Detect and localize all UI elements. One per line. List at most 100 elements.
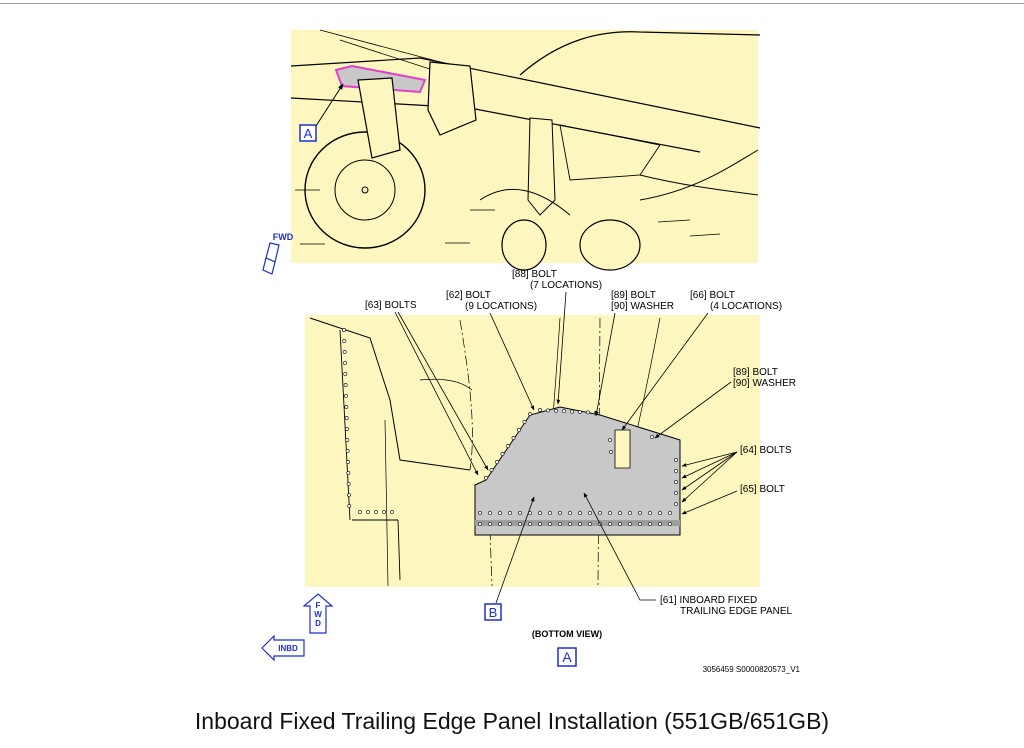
callout-89b: [89] BOLT [90] WASHER <box>654 367 796 439</box>
fastener-hole <box>648 522 652 526</box>
callout-62-subtext: (9 LOCATIONS) <box>465 301 537 312</box>
fastener-hole <box>548 522 552 526</box>
fastener-hole <box>495 460 499 464</box>
callout-90a-text: [90] WASHER <box>611 301 674 312</box>
fastener-hole <box>538 522 542 526</box>
fastener-hole <box>668 522 672 526</box>
fastener-hole <box>658 511 662 515</box>
fastener-hole <box>608 522 612 526</box>
fastener-hole <box>578 410 582 414</box>
svg-text:D: D <box>315 619 321 628</box>
fastener-hole <box>618 511 622 515</box>
fwd-arrow-bottom: F W D <box>302 593 334 634</box>
detail-b-callout: B <box>484 496 535 621</box>
fastener-hole <box>346 471 351 475</box>
svg-text:F: F <box>316 601 321 610</box>
fastener-hole <box>554 408 558 413</box>
fastener-hole <box>548 511 552 515</box>
fastener-hole <box>374 510 378 514</box>
figure-id: 3056459 S0000820573_V1 <box>703 665 801 674</box>
fastener-hole <box>347 493 351 497</box>
fastener-hole <box>343 361 347 365</box>
fastener-hole <box>650 435 654 439</box>
fastener-hole <box>558 522 562 526</box>
fastener-hole <box>638 511 642 515</box>
fastener-hole <box>358 510 362 514</box>
svg-text:W: W <box>314 610 322 619</box>
callout-65-text: [65] BOLT <box>740 484 785 495</box>
fastener-hole <box>488 522 492 526</box>
fastener-hole <box>648 511 652 515</box>
inbd-arrow: INBD <box>261 634 305 662</box>
fastener-hole <box>346 460 350 464</box>
fastener-hole <box>538 511 542 515</box>
fastener-hole <box>345 449 350 453</box>
fastener-hole <box>618 522 622 526</box>
fastener-hole <box>345 438 350 442</box>
fastener-holes <box>342 328 678 526</box>
fastener-hole <box>484 476 488 480</box>
fastener-hole <box>674 458 678 462</box>
fastener-hole <box>343 372 348 376</box>
fastener-hole <box>489 468 494 472</box>
fastener-hole <box>366 510 370 514</box>
fastener-hole <box>638 522 642 526</box>
fastener-hole <box>344 405 349 409</box>
fastener-hole <box>508 511 512 515</box>
fastener-hole <box>538 408 542 412</box>
fastener-hole <box>558 511 562 515</box>
fastener-hole <box>488 511 492 515</box>
callout-66: [66] BOLT (4 LOCATIONS) <box>621 290 782 431</box>
callout-66-text: [66] BOLT <box>690 290 735 301</box>
fastener-hole <box>568 522 572 526</box>
fastener-hole <box>609 450 613 454</box>
fastener-hole <box>674 491 678 495</box>
top-rule <box>0 3 1024 4</box>
fastener-hole <box>347 504 352 508</box>
callout-88-text: [88] BOLT <box>512 269 557 280</box>
callout-90b-text: [90] WASHER <box>733 378 796 389</box>
panel-lower-strip <box>475 520 680 526</box>
bottom-view-caption: (BOTTOM VIEW) <box>532 629 602 639</box>
fastener-hole <box>478 511 482 515</box>
callout-61-subtext: TRAILING EDGE PANEL <box>680 606 793 617</box>
fastener-hole <box>586 410 590 415</box>
fastener-hole <box>342 328 346 332</box>
fastener-hole <box>498 522 502 526</box>
fastener-hole <box>562 409 566 414</box>
fastener-hole <box>608 511 612 515</box>
fastener-hole <box>568 511 572 515</box>
fastener-hole <box>498 511 502 515</box>
fastener-hole <box>578 511 582 515</box>
fastener-hole <box>528 522 532 526</box>
fastener-hole <box>508 522 512 526</box>
fastener-hole <box>598 511 602 515</box>
callout-62-text: [62] BOLT <box>446 290 491 301</box>
fastener-hole <box>522 420 527 424</box>
fastener-hole <box>528 412 532 416</box>
fastener-hole <box>658 522 662 526</box>
callout-61-text: [61] INBOARD FIXED <box>660 595 757 606</box>
main-wheel <box>304 131 426 249</box>
detail-a-label-top: A <box>304 126 313 141</box>
fastener-hole <box>344 394 348 398</box>
detail-a-callout-top: A <box>299 124 317 142</box>
detail-a-label-bottom: A <box>562 649 572 665</box>
fastener-hole <box>546 408 550 413</box>
fastener-hole <box>344 416 349 420</box>
fastener-hole <box>674 502 678 506</box>
detail-a-callout-bottom: A <box>557 647 577 667</box>
callout-89a: [89] BOLT [90] WASHER <box>594 290 674 417</box>
fastener-hole <box>517 428 521 432</box>
fastener-hole <box>342 339 347 343</box>
detail-b-label: B <box>489 605 498 620</box>
inbd-label: INBD <box>278 644 298 653</box>
fastener-hole <box>342 350 347 354</box>
fastener-hole <box>674 469 678 473</box>
fastener-hole <box>511 436 516 440</box>
fastener-hole <box>478 522 482 526</box>
callout-63: [63] BOLTS <box>365 300 489 476</box>
fastener-hole <box>578 522 582 526</box>
fastener-hole <box>674 480 678 484</box>
fastener-hole <box>518 522 522 526</box>
